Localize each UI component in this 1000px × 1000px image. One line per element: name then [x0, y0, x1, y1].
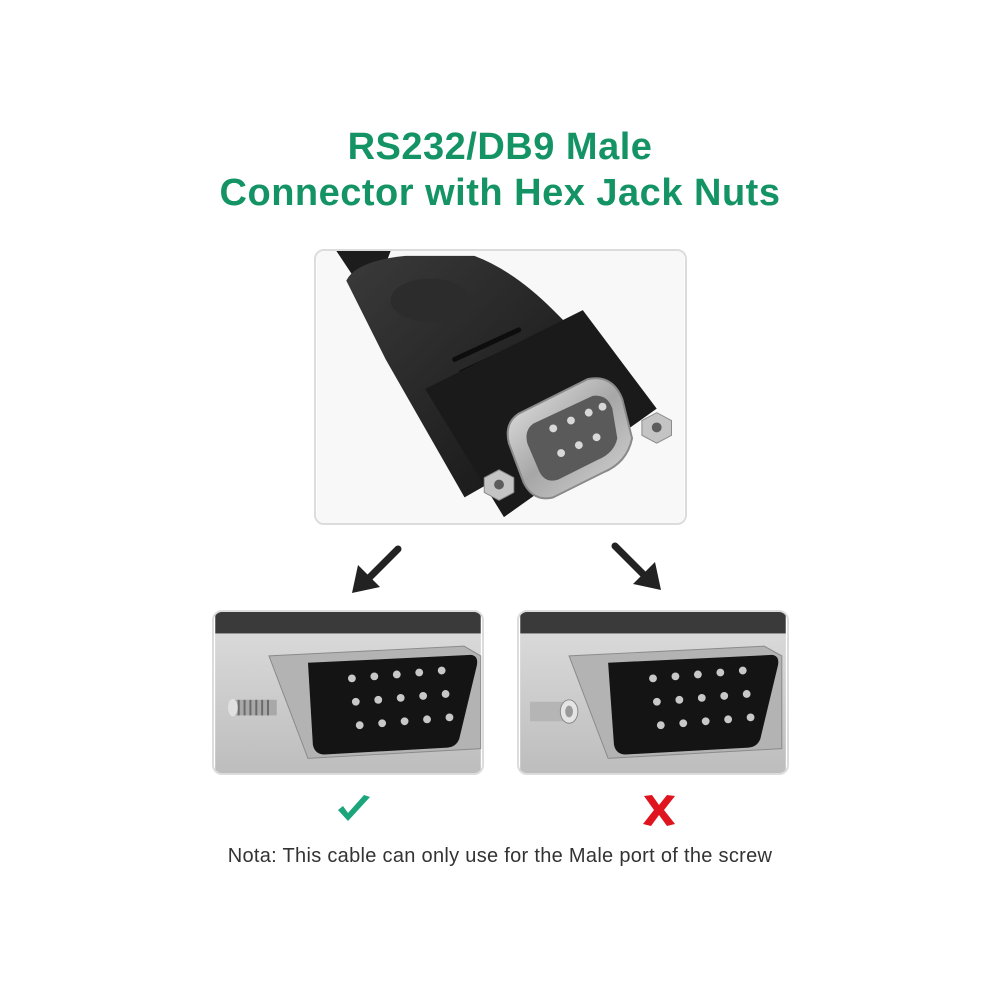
arrow-down-left-icon — [352, 545, 402, 593]
db9-connector-illustration — [316, 251, 685, 523]
correct-port-image-panel — [212, 610, 484, 775]
connector-image-panel — [314, 249, 687, 525]
arrow-down-right-icon — [611, 542, 661, 590]
female-port-with-screw-studs — [215, 612, 482, 773]
compatibility-note: Nota: This cable can only use for the Ma… — [227, 845, 773, 867]
female-port-with-smooth-posts — [520, 612, 786, 773]
incorrect-port-image-panel — [517, 610, 789, 775]
cross-icon — [643, 795, 675, 826]
title-line-2: Connector with Hex Jack Nuts — [219, 172, 781, 214]
page-title: RS232/DB9 Male Connector with Hex Jack N… — [0, 124, 1000, 216]
check-icon — [338, 795, 370, 821]
title-line-1: RS232/DB9 Male — [347, 126, 653, 168]
